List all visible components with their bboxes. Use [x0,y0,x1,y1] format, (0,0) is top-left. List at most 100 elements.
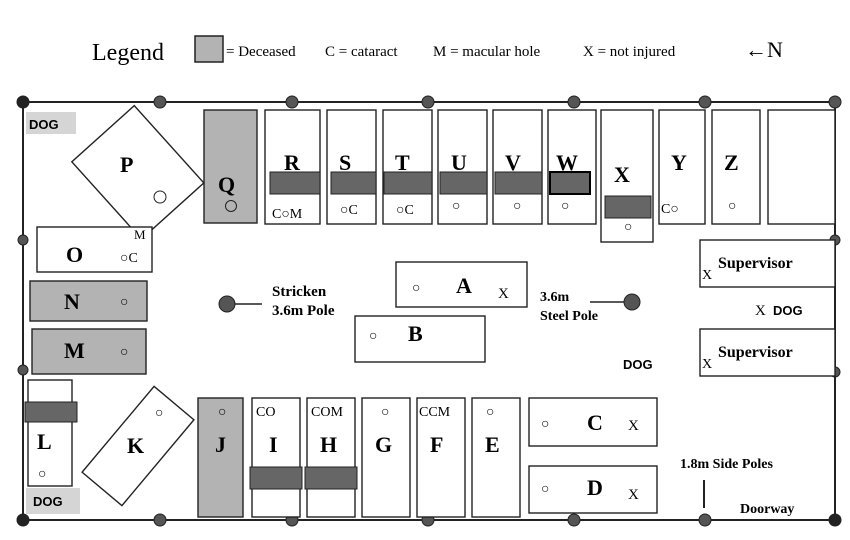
stall-c-letter: C [587,410,603,435]
dog-bg-bl [26,488,80,514]
stall-c [528,397,658,447]
stall-o-letter: O [66,242,83,267]
stall-u-letter: U [451,150,467,175]
stall-q-mark [225,200,237,212]
legend-deceased-swatch [194,35,224,63]
top-bands [269,171,652,219]
stall-w-marks: ○ [561,199,569,214]
stall-r-marks: C○M [272,207,303,222]
supervisor-top-x: X [702,268,712,283]
stricken-pole [218,295,236,313]
stall-d [528,465,658,514]
stall-j-marks: ○ [218,405,226,420]
supervisor-top [699,239,836,288]
stricken-label-1: Stricken [272,284,327,300]
stall-l-letter: L [37,429,52,454]
stall-z-marks: ○ [728,199,736,214]
stall-l-band [24,401,78,423]
stall-y-letter: Y [671,150,687,175]
x-mark-dog: X [755,303,766,319]
stall-w-letter: W [556,150,578,175]
steel-pole [623,293,641,311]
doorway-label: Doorway [740,502,794,517]
stall-t-marks: ○C [396,203,414,218]
stall-s-letter: S [339,150,351,175]
bottom-bands [249,466,358,490]
north-arrow: ←N [745,37,783,62]
stall-u-marks: ○ [452,199,460,214]
stall-j [197,397,244,518]
stall-h-marks: COM [311,405,343,420]
stall-s-marks: ○C [340,203,358,218]
stall-a-letter: A [456,273,472,298]
stall-f-letter: F [430,432,443,457]
dog-label-bl: DOG [33,494,63,509]
stall-a-marks: ○ [412,281,420,296]
stall-e-letter: E [485,432,500,457]
stall-d-letter: D [587,475,603,500]
top-stalls [264,109,836,243]
stall-b-marks: ○ [369,329,377,344]
stall-d-extra: X [628,487,639,503]
stall-q [203,109,258,224]
stall-o-marks: ○C [120,251,138,266]
stall-v-letter: V [505,150,521,175]
steel-label-2: Steel Pole [540,309,598,324]
stall-p-mark [153,190,167,204]
stall-p [70,104,205,241]
stall-i-marks: CO [256,405,275,420]
perimeter-poles [16,95,842,527]
stall-k-marks: ○ [155,406,163,421]
legend-deceased: = Deceased [226,44,296,60]
stall-b [354,315,486,363]
stall-c-marks: ○ [541,417,549,432]
stall-o [36,226,153,273]
stall-e-marks: ○ [486,405,494,420]
stall-q-letter: Q [218,172,235,197]
stall-p-letter: P [120,152,133,177]
dog-bg-tl [26,112,76,134]
stall-m-marks: ○ [120,345,128,360]
stall-n-letter: N [64,289,80,314]
stall-o-extra: M [134,227,146,242]
supervisor-bottom-x: X [702,357,712,372]
stall-t-letter: T [395,150,410,175]
stall-n [29,280,148,322]
supervisor-top-label: Supervisor [718,255,793,272]
stall-k-letter: K [127,433,144,458]
stall-w-band [549,171,591,195]
stall-m [31,328,147,375]
stall-i-letter: I [269,432,278,457]
supervisor-bottom [699,328,836,377]
stall-x-marks: ○ [624,220,632,235]
stall-h-letter: H [320,432,337,457]
stall-j-letter: J [215,432,226,457]
stall-z-letter: Z [724,150,739,175]
stall-a [395,261,528,308]
legend-cataract: C = cataract [325,44,398,60]
bottom-stalls [251,397,521,518]
dog-label-tl: DOG [29,117,59,132]
stall-g-marks: ○ [381,405,389,420]
stall-x-letter: X [614,162,630,187]
legend-title: Legend [92,40,164,66]
stall-d-marks: ○ [541,482,549,497]
stall-y-marks: C○ [661,202,679,217]
dog-label-mid: DOG [773,303,803,318]
stall-c-extra: X [628,418,639,434]
stall-k [81,385,195,507]
stall-r-letter: R [284,150,301,175]
side-poles-label: 1.8m Side Poles [680,457,773,472]
stricken-label-2: 3.6m Pole [272,303,335,319]
stall-v-marks: ○ [513,199,521,214]
stall-f-marks: CCM [419,405,451,420]
stall-l-marks: ○ [38,467,46,482]
stall-a-extra: X [498,286,509,302]
supervisor-bottom-label: Supervisor [718,344,793,361]
steel-label-1: 3.6m [540,290,570,305]
dog-label-center: DOG [623,357,653,372]
stall-n-marks: ○ [120,295,128,310]
legend-macular: M = macular hole [433,44,541,60]
